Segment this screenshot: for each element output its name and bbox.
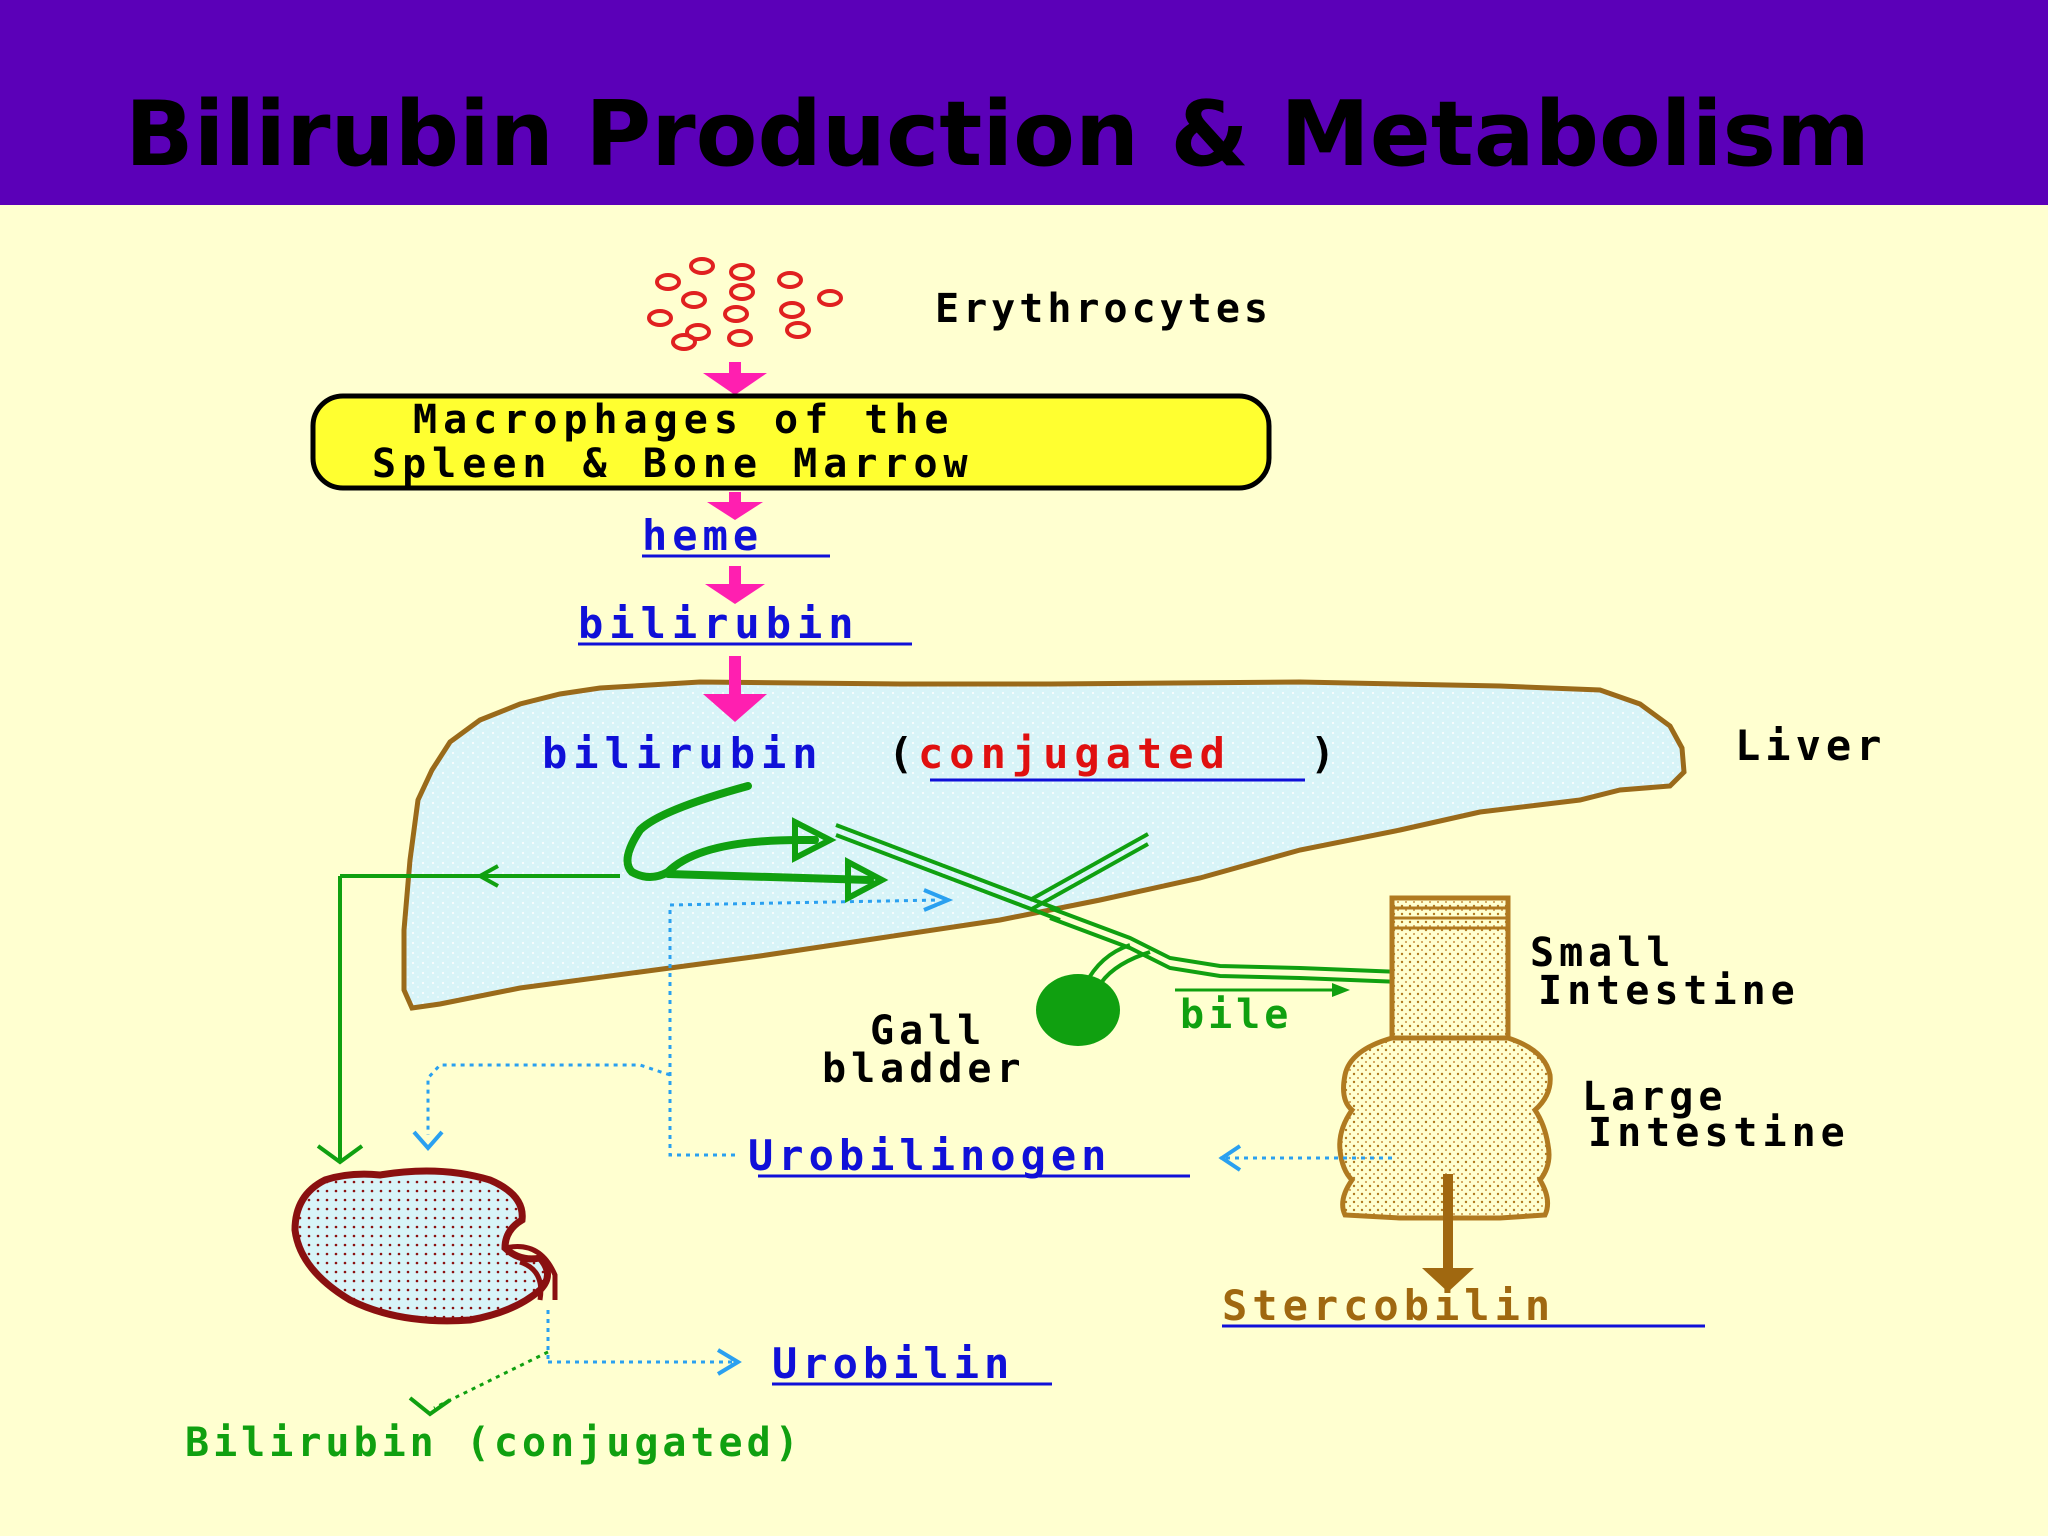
urine-bilirubin-arrowhead [408,1396,452,1417]
macrophages-label-line1: Macrophages of the [413,397,954,443]
title-bar: Bilirubin Production & Metabolism [0,0,2048,205]
liver-outflow-arrowhead [475,864,499,888]
arrow-bilirubin-to-conjugated [703,656,767,722]
bile-flow-arrows [623,782,874,884]
liver-label: Liver [1735,721,1886,770]
bile-arrowhead-lower [845,857,889,903]
paren-open: ( [888,729,913,778]
gall-bladder [1036,974,1120,1046]
gall-bladder-label-line2: bladder [822,1046,1026,1092]
bilirubin-liver-label: bilirubin [542,729,824,778]
kidney-blue-arrowhead [412,1130,444,1152]
bile-ducts [835,823,1401,989]
bile-arrow-head [1332,983,1350,997]
urobilinogen-dotted-paths [426,898,1392,1160]
page-title: Bilirubin Production & Metabolism [125,82,1870,187]
macrophages-box [310,393,1272,491]
heme-label: heme [642,511,763,560]
kidney [291,1167,551,1325]
stercobilin-arrow-shaft [1443,1174,1453,1274]
liver-return-arrowhead [923,888,954,912]
kidney-green-arrowhead [316,1144,364,1165]
liver-shape [401,679,1687,1011]
arrow-erythro-to-macrophage [703,362,767,395]
stercobilin-arrow-head [1422,1268,1474,1292]
ureter [504,1244,558,1301]
urobilin-label: Urobilin [772,1339,1014,1388]
bile-arrowhead-upper [792,817,837,863]
small-intestine-label-line2: Intestine [1538,968,1800,1014]
urobilinogen-arrowhead [1218,1144,1242,1172]
urobilin-dotted-path [546,1310,735,1364]
arrow-macrophage-to-heme [707,492,763,520]
gall-bladder-label-line1: Gall [870,1008,986,1054]
large-intestine-label-line2: Intestine [1588,1110,1850,1156]
urobilin-arrowhead [716,1348,742,1376]
erythrocytes-label: Erythrocytes [935,286,1272,332]
arrow-heme-to-bilirubin [705,566,765,604]
paren-close: ) [1310,729,1335,778]
urine-bilirubin-dotted-path [433,1350,549,1410]
small-intestine-label-line1: Small [1530,930,1675,976]
bile-label: bile [1180,992,1292,1038]
stercobilin-label: Stercobilin [1222,1281,1555,1330]
conjugated-label: conjugated [918,729,1231,778]
bilirubin-label: bilirubin [578,599,860,648]
urine-bilirubin-label: Bilirubin (conjugated) [185,1420,803,1466]
small-intestine-rings [1392,906,1508,930]
macrophages-label-line2: Spleen & Bone Marrow [372,441,974,487]
urobilinogen-label: Urobilinogen [748,1131,1111,1180]
erythrocytes-cluster [647,257,843,351]
large-intestine-label-line1: Large [1582,1074,1727,1120]
